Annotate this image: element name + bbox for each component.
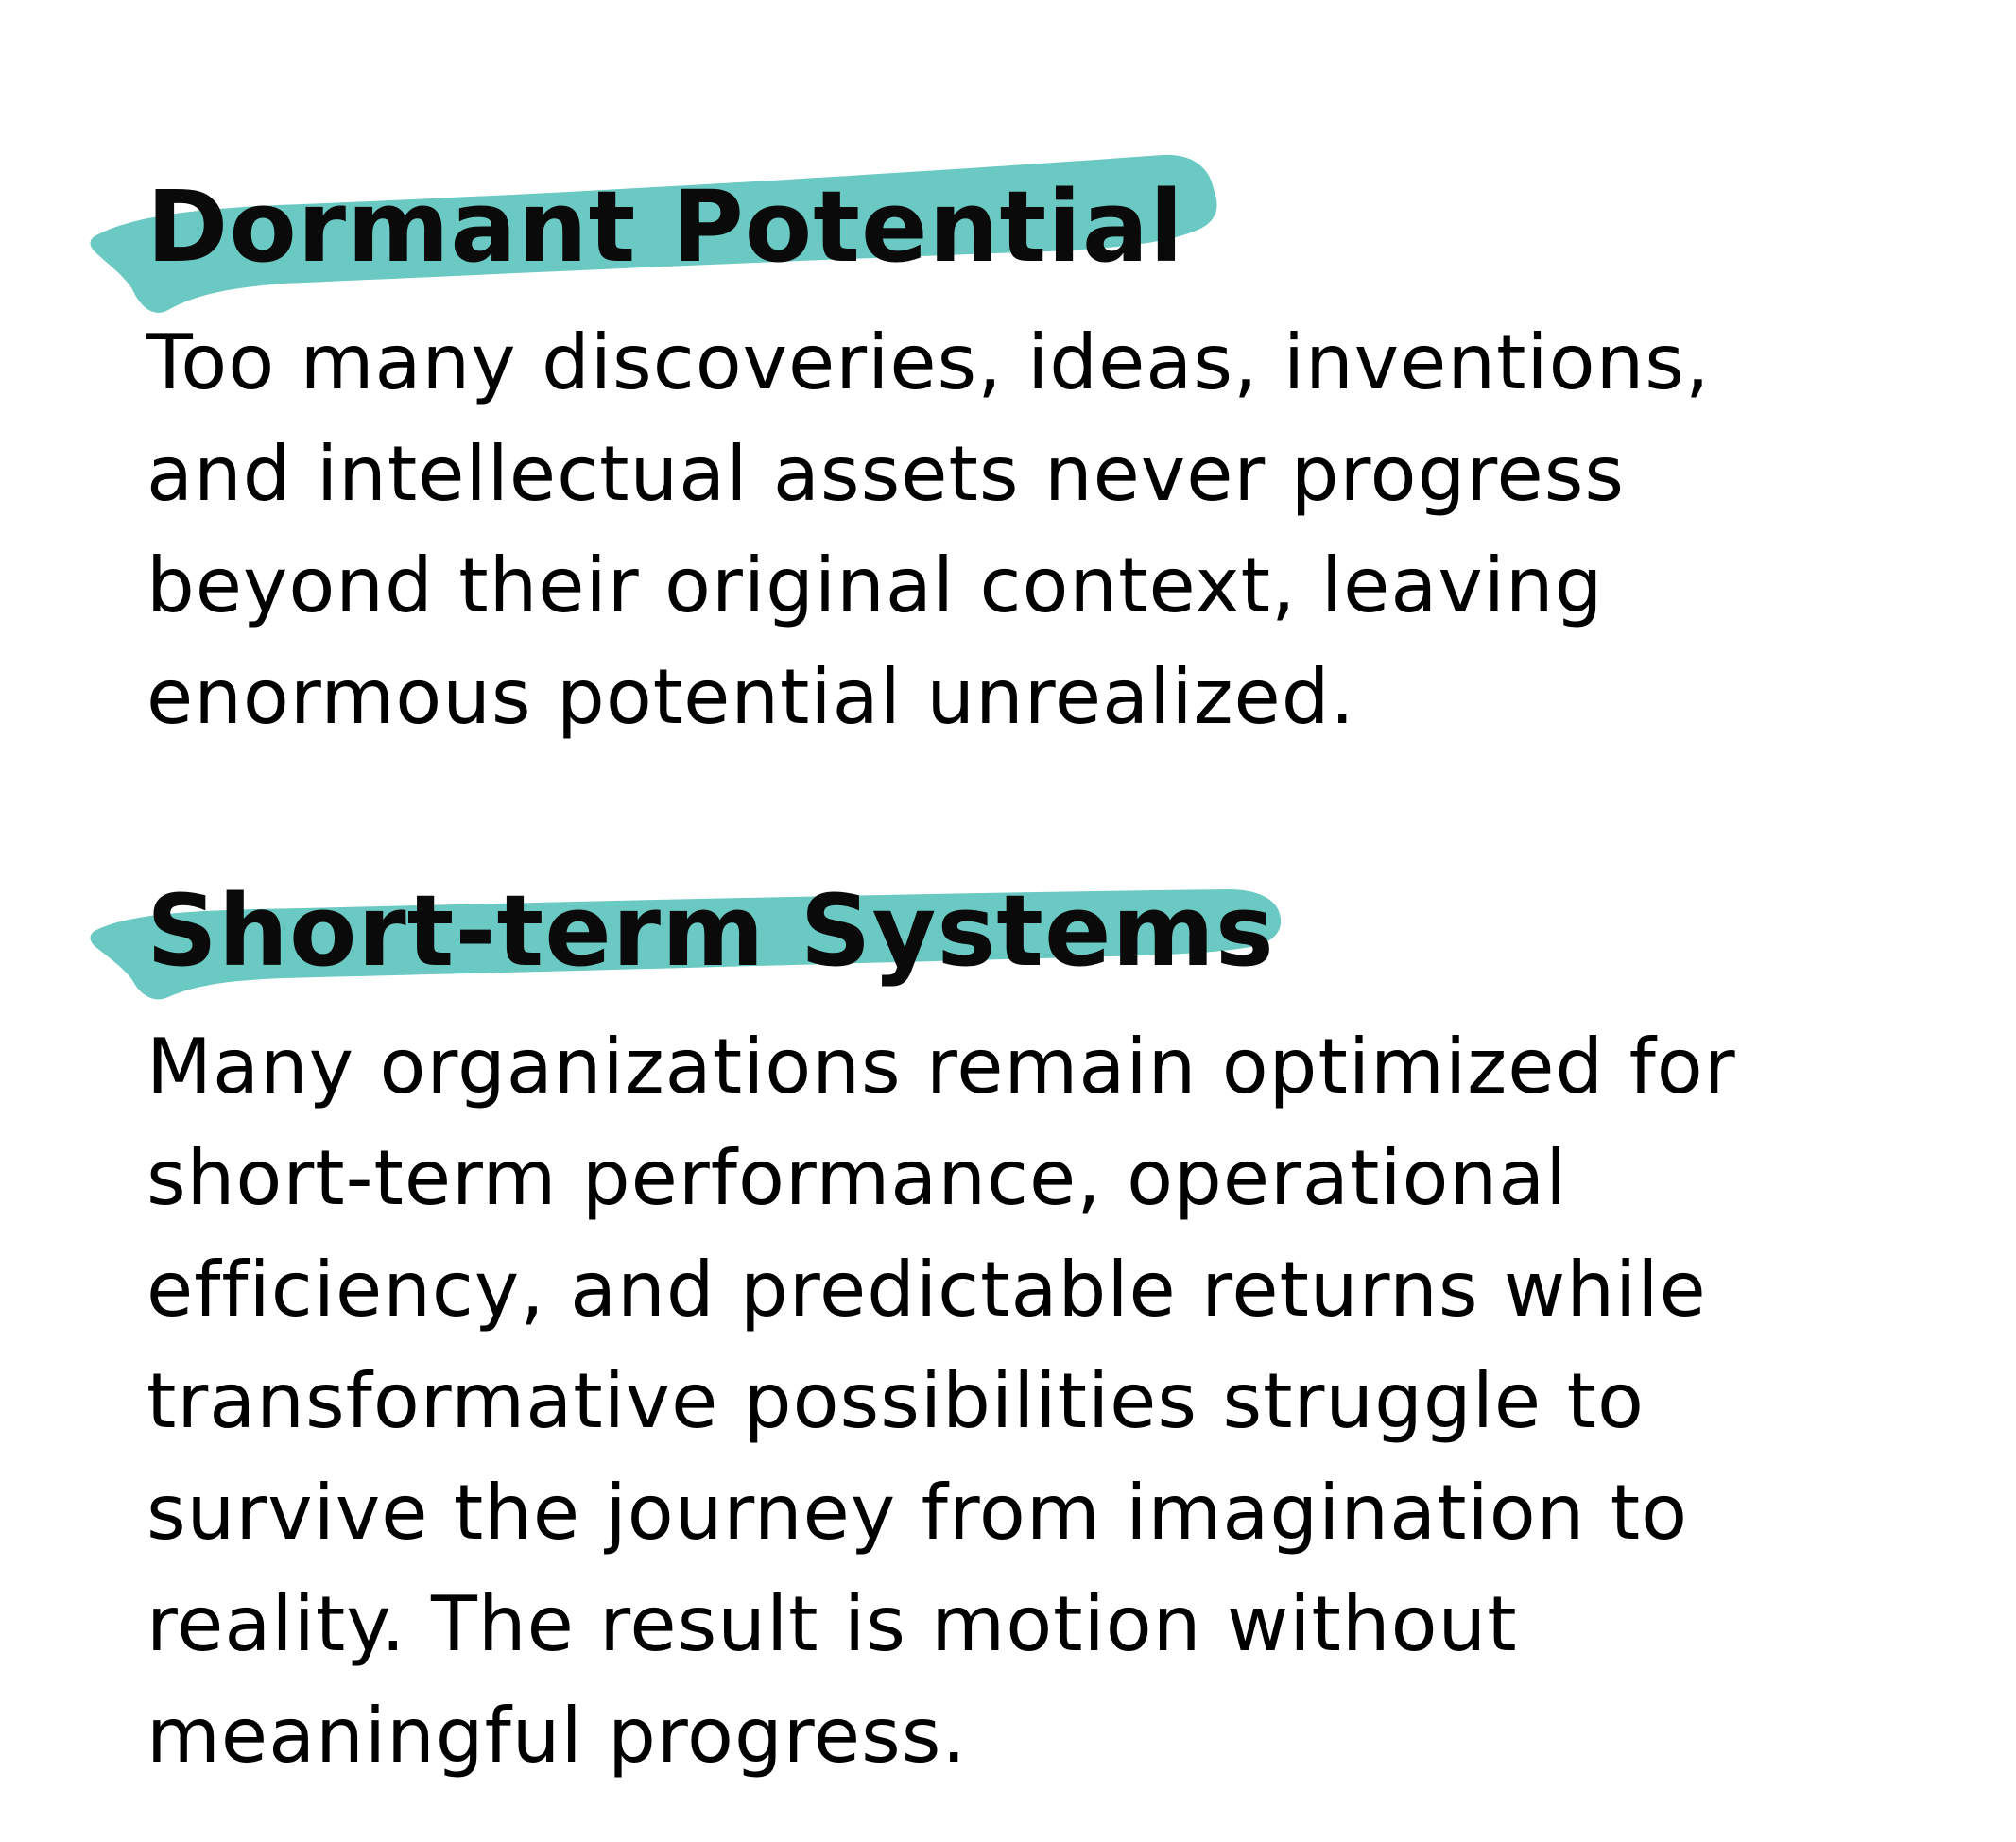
- body-line: transformative possibilities struggle to: [146, 1357, 1645, 1445]
- body-line: enormous potential unrealized.: [146, 653, 1355, 741]
- heading-block: Short-term Systems: [0, 846, 2016, 1000]
- section-body: Too many discoveries, ideas, inventions,…: [146, 307, 1942, 753]
- body-line: short-term performance, operational: [146, 1134, 1568, 1222]
- body-line: Too many discoveries, ideas, inventions,: [146, 318, 1711, 406]
- body-line: and intellectual assets never progress: [146, 430, 1626, 518]
- body-line: reality. The result is motion without: [146, 1580, 1518, 1668]
- body-line: survive the journey from imagination to: [146, 1469, 1689, 1557]
- brush-highlight: [90, 154, 1217, 313]
- section-body: Many organizations remain optimized for …: [146, 1011, 1942, 1792]
- body-line: efficiency, and predictable returns whil…: [146, 1246, 1707, 1334]
- body-line: beyond their original context, leaving: [146, 542, 1604, 629]
- heading-block: Dormant Potential: [0, 142, 2016, 313]
- section-short-term-systems: Short-term Systems Many organizations re…: [0, 846, 2016, 1780]
- section-heading: Dormant Potential: [146, 169, 1184, 284]
- brush-highlight: [90, 889, 1282, 1000]
- section-dormant-potential: Dormant Potential Too many discoveries, …: [0, 142, 2016, 741]
- section-heading: Short-term Systems: [146, 873, 1275, 989]
- body-line: meaningful progress.: [146, 1692, 967, 1780]
- body-line: Many organizations remain optimized for: [146, 1023, 1736, 1110]
